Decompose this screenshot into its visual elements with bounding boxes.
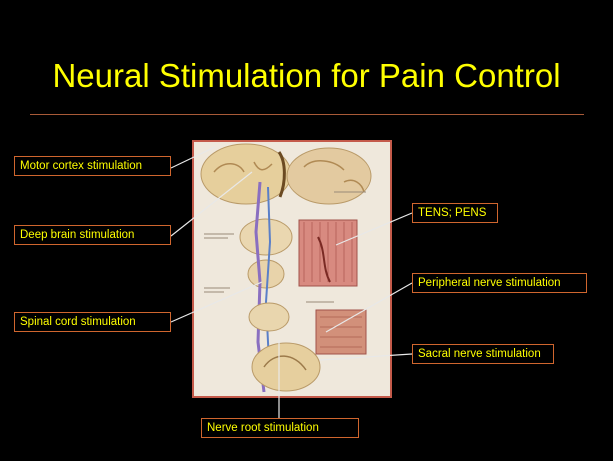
leader-deep-brain — [171, 172, 252, 236]
callout-tens-pens: TENS; PENS — [412, 203, 498, 223]
leader-peripheral-nerve — [326, 283, 412, 332]
callout-nerve-root-stimulation: Nerve root stimulation — [201, 418, 359, 438]
callout-spinal-cord-stimulation: Spinal cord stimulation — [14, 312, 171, 332]
callout-deep-brain-stimulation: Deep brain stimulation — [14, 225, 171, 245]
leader-sacral-nerve — [320, 354, 412, 360]
callout-peripheral-nerve-stimulation: Peripheral nerve stimulation — [412, 273, 587, 293]
callout-sacral-nerve-stimulation: Sacral nerve stimulation — [412, 344, 554, 364]
callout-motor-cortex-stimulation: Motor cortex stimulation — [14, 156, 171, 176]
leader-tens-pens — [336, 213, 412, 245]
leader-motor-cortex — [171, 147, 215, 168]
leader-spinal-cord — [171, 282, 262, 322]
